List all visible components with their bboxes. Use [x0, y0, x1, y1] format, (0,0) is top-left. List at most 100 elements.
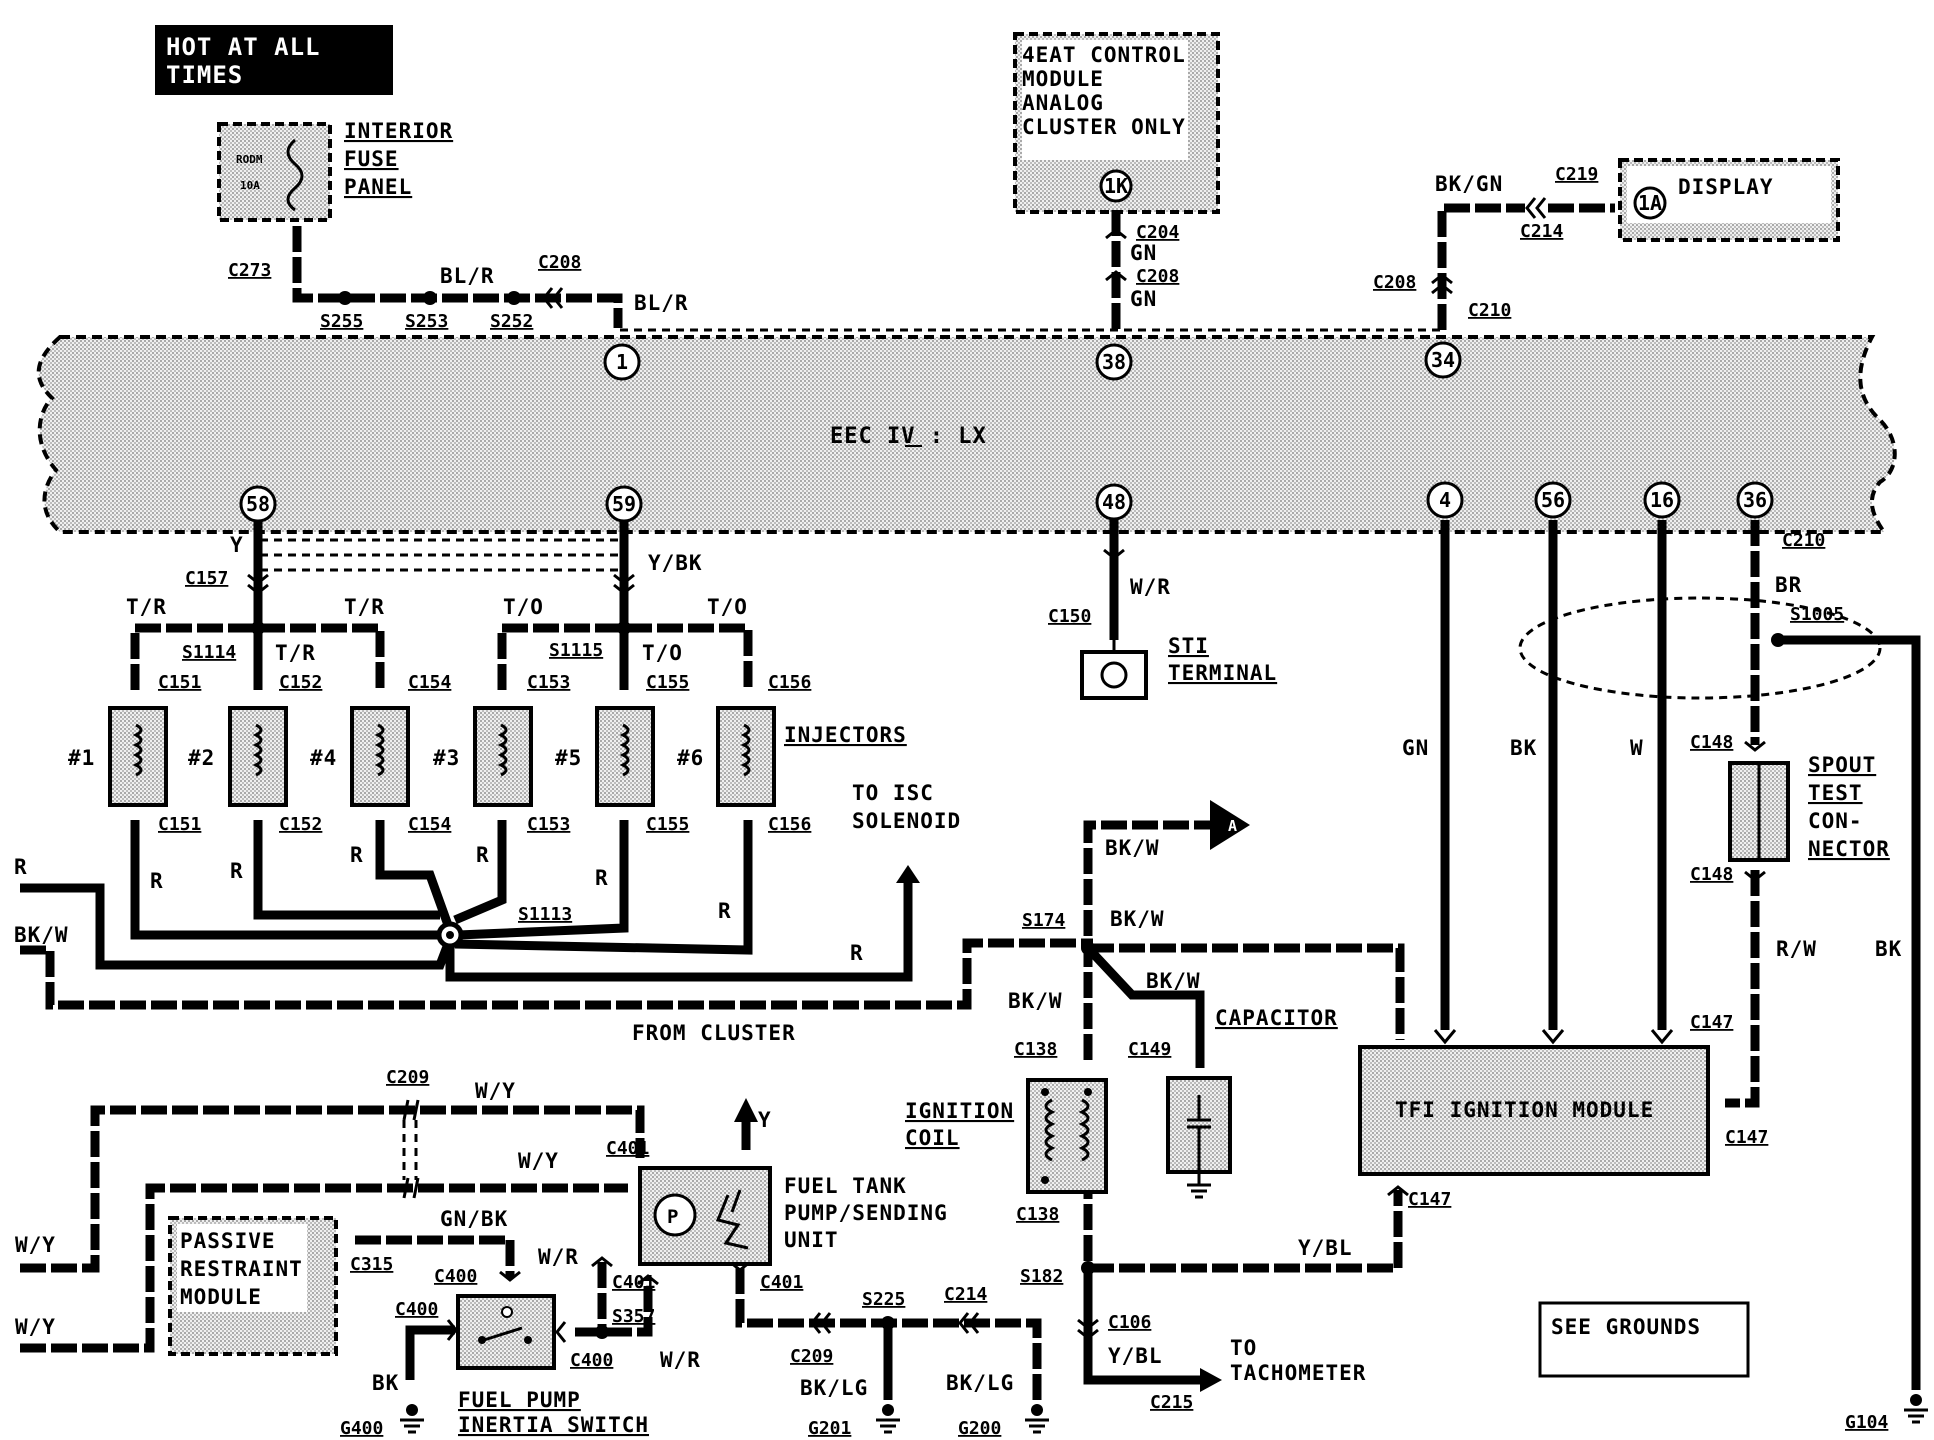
connector-c148-b: C148 [1690, 864, 1733, 885]
fuel-tank-label-1: FUEL TANK [784, 1174, 907, 1198]
spout-test-connector [1728, 761, 1790, 862]
fuse-panel-label-3: PANEL [344, 175, 412, 199]
wire-bk-gn [1437, 203, 1525, 330]
injector-1 [108, 706, 168, 807]
injector-number-4: #4 [310, 746, 337, 770]
wire-label-y-bl-2: Y/BL [1108, 1344, 1163, 1368]
wire-label-r-left: R [14, 855, 28, 879]
splice-s1114-label: S1114 [182, 642, 236, 663]
splice-s252 [507, 291, 521, 305]
ignition-wiring: A [1077, 800, 1409, 1392]
eec-pin-56: 56 [1541, 488, 1565, 512]
wire-label-w-y-2: W/Y [518, 1149, 559, 1173]
connector-c400-c: C400 [570, 1350, 613, 1371]
wire-label-t-o-2: T/O [707, 595, 748, 619]
injector-number-1: #1 [68, 746, 95, 770]
fuse-panel-label-1: INTERIOR [344, 119, 453, 143]
top-wiring [292, 197, 1615, 332]
fuel-tank-label-2: PUMP/SENDING [784, 1201, 948, 1225]
connector-c138-a: C138 [1014, 1039, 1057, 1060]
splice-s253-label: S253 [405, 311, 448, 332]
connector-c153-a: C153 [527, 672, 570, 693]
connector-c157: C157 [185, 568, 228, 589]
connector-c106: C106 [1108, 1312, 1151, 1333]
fuse-panel-label-2: FUSE [344, 147, 399, 171]
shield-ellipse [1518, 596, 1882, 700]
display-module: 1A DISPLAY [1618, 158, 1840, 242]
display-label: DISPLAY [1678, 175, 1774, 199]
spout-label-3: CON- [1808, 809, 1863, 833]
injector-6 [716, 706, 776, 807]
eec-pin-59: 59 [612, 492, 636, 516]
wire-label-gn-2: GN [1130, 287, 1157, 311]
wire-label-w-r-1: W/R [1130, 575, 1171, 599]
interior-fuse-panel: RODM 10A INTERIOR FUSE PANEL [217, 119, 453, 222]
wire-label-t-o-1: T/O [503, 595, 544, 619]
ground-g201 [876, 1404, 900, 1434]
isc-label-1: TO ISC [852, 781, 934, 805]
fuel-pump-wiring [20, 1098, 1042, 1400]
wire-label-w: W [1630, 736, 1644, 760]
see-grounds-label: SEE GROUNDS [1551, 1315, 1701, 1339]
injector-number-5: #5 [555, 746, 582, 770]
wire-label-r-1: R [150, 869, 164, 893]
wire-label-r-7: R [850, 941, 864, 965]
connector-c315: C315 [350, 1254, 393, 1275]
sti-label-2: TERMINAL [1168, 661, 1277, 685]
connector-c208-b: C208 [1136, 266, 1179, 287]
spout-label-1: SPOUT [1808, 753, 1876, 777]
tfi-label: TFI IGNITION MODULE [1395, 1098, 1654, 1122]
ground-g200 [1025, 1404, 1049, 1434]
wire-label-bl-r-1: BL/R [440, 264, 495, 288]
banner-line1: HOT AT ALL [166, 33, 321, 61]
connector-c209-b: C209 [790, 1346, 833, 1367]
splice-s253 [423, 291, 437, 305]
splice-s1115-label: S1115 [549, 640, 603, 661]
connector-c151-a: C151 [158, 672, 201, 693]
fuse-icon [286, 138, 304, 212]
splice-s357-label: S357 [612, 1306, 655, 1327]
connector-c156-a: C156 [768, 672, 811, 693]
wire-bl-r [292, 226, 623, 328]
connector-c138-b: C138 [1016, 1204, 1059, 1225]
wire-label-bk-w-1: BK/W [1105, 836, 1160, 860]
connector-c155-b: C155 [646, 814, 689, 835]
eec-pin-4: 4 [1439, 488, 1451, 512]
connector-c150: C150 [1048, 606, 1091, 627]
fuse-10a-label: 10A [240, 179, 260, 192]
eec-pin-1: 1 [616, 350, 628, 374]
splice-s1005-label: S1005 [1790, 604, 1844, 625]
see-grounds-box [1538, 1301, 1750, 1378]
wire-label-br: BR [1775, 573, 1802, 597]
connector-c152-a: C152 [279, 672, 322, 693]
injector-r-wiring [20, 820, 1093, 1010]
connector-c156-b: C156 [768, 814, 811, 835]
ground-g400 [400, 1404, 424, 1434]
wire-label-w-r-3: W/R [660, 1348, 701, 1372]
wire-label-bk-1: BK [1510, 736, 1537, 760]
capacitor-label: CAPACITOR [1215, 1006, 1338, 1030]
pin-1k: 1K [1104, 174, 1128, 198]
connector-c400-a: C400 [434, 1266, 477, 1287]
wire-label-y-1: Y [230, 533, 244, 557]
sti-label-1: STI [1168, 634, 1209, 658]
wire-label-y-bk: Y/BK [648, 551, 703, 575]
ground-g104-label: G104 [1845, 1412, 1889, 1433]
banner-line2: TIMES [166, 61, 243, 89]
wire-label-w-r-2: W/R [538, 1245, 579, 1269]
injector-number-6: #6 [677, 746, 704, 770]
connector-c214-b: C214 [944, 1284, 988, 1305]
wire-label-bl-r-2: BL/R [634, 291, 689, 315]
ground-g200-label: G200 [958, 1418, 1001, 1439]
wire-label-bk-2: BK [1875, 937, 1902, 961]
splice-s252-label: S252 [490, 311, 533, 332]
connector-c147-a: C147 [1690, 1012, 1733, 1033]
eec-pin-16: 16 [1650, 488, 1674, 512]
eec-pin-34: 34 [1431, 348, 1455, 372]
connector-c273: C273 [228, 260, 271, 281]
connector-c215: C215 [1150, 1392, 1193, 1413]
isc-label-2: SOLENOID [852, 809, 961, 833]
connector-c219: C219 [1555, 164, 1598, 185]
connector-c209-a: C209 [386, 1067, 429, 1088]
pin-1a: 1A [1638, 191, 1662, 215]
